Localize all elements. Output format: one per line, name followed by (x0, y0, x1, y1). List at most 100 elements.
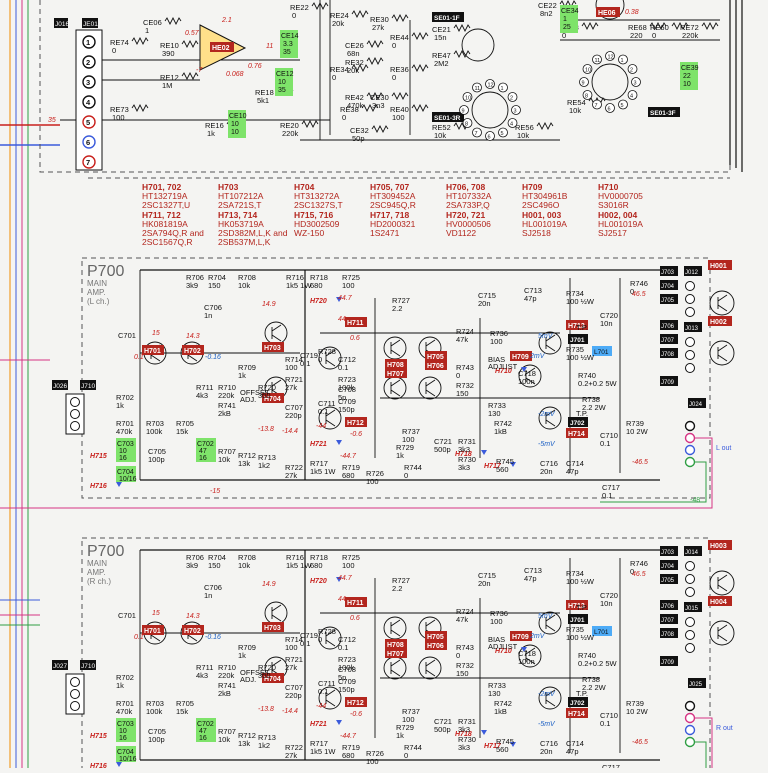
switch-contact-number: 5 (621, 103, 624, 109)
transistor-emitter (390, 349, 401, 357)
label-tag-bg (182, 345, 204, 355)
label-tag-bg (262, 342, 284, 352)
part-value: 10k (434, 131, 446, 140)
transistor-collector (717, 624, 728, 632)
part-ref: R722 (285, 743, 303, 752)
part-ref: R709 (238, 643, 256, 652)
cap-tag-name: C703 (117, 441, 134, 448)
part-value: 3k9 (186, 281, 198, 290)
part-ref: CE26 (345, 41, 364, 50)
label-tag-bg (708, 540, 732, 550)
diode-label: H720 (310, 298, 327, 305)
part-ref: R734 (566, 289, 584, 298)
output-connector-header (660, 560, 678, 570)
label-tag-bg (566, 320, 588, 330)
cap-tag-name: C702 (197, 441, 214, 448)
diode-symbol (481, 730, 487, 735)
label-tag-text: H709 (512, 634, 529, 641)
transistor-collector (545, 409, 556, 417)
part-value: 0 (404, 471, 408, 480)
output-connector-header (688, 678, 706, 688)
switch-contact-number: 7 (475, 131, 478, 137)
parts-list-part: 2SD382M,L,K and (218, 228, 288, 238)
parts-list-part: 2SC1567Q,R (142, 237, 193, 247)
label-tag: H708 (385, 359, 407, 369)
part-value: 10k (517, 131, 529, 140)
part-ref: R705 (176, 699, 194, 708)
inductor-tag-text: L701 (594, 349, 609, 356)
cap-tag-voltage: 10 (683, 81, 691, 88)
label-tag: H001 (708, 260, 732, 270)
part-value: 100 ½W (566, 353, 595, 362)
part-ref: R703 (146, 419, 164, 428)
part-value: 20n (540, 747, 553, 756)
output-trace (695, 717, 713, 773)
resistor-symbol (301, 119, 319, 129)
part-value: 100 (285, 363, 298, 372)
part-ref: RE40 (390, 105, 409, 114)
part-ref: CE22 (538, 1, 557, 10)
label-tag-bg (262, 622, 284, 632)
label-tag-bg (345, 317, 367, 327)
cap-tag-value: 47 (199, 448, 207, 455)
part-ref: C710 (600, 711, 618, 720)
speaker-pin (685, 574, 695, 584)
transistor-collector (325, 689, 336, 697)
parts-list-part: 2SA733P,Q (446, 200, 490, 210)
node-voltage: -5mV (538, 441, 556, 448)
part-value: 0.1 (600, 719, 610, 728)
part-ref: R714 (285, 635, 303, 644)
parts-list-part: HT132719A (142, 191, 188, 201)
label-tag-bg (568, 697, 588, 707)
parts-list-code: H701, 702 (142, 182, 181, 192)
parts-list-part: HT309452A (370, 191, 416, 201)
speaker-pin (685, 294, 695, 304)
label-tag: H713 (566, 600, 588, 610)
output-connector-name: J024 (689, 402, 703, 408)
part-ref: R734 (566, 569, 584, 578)
cap-tag-name: C704 (117, 469, 134, 476)
part-value: 220 (630, 31, 643, 40)
switch-contact-number: 4 (630, 94, 633, 100)
part-ref: C715 (478, 291, 496, 300)
cap-tag-value: 10/16 (119, 476, 137, 483)
parts-list-part: HT313272A (294, 191, 340, 201)
diode-label: H715 (90, 733, 107, 740)
part-ref: C713 (524, 286, 542, 295)
switch-contact (462, 92, 473, 102)
part-ref: R713 (258, 733, 276, 742)
part-value: 0 (392, 73, 396, 82)
part-ref: C701 (118, 331, 136, 340)
label-tag: H704 (262, 393, 284, 403)
parts-list-part: 2SA794Q,R and (142, 228, 204, 238)
parts-list-part: SJ2518 (522, 228, 551, 238)
diode-label: H721 (310, 721, 327, 728)
switch-contact-number: 5 (501, 131, 504, 137)
part-value: 10k (238, 281, 250, 290)
supply-voltage-label: 35 (48, 117, 56, 124)
speaker-connector-name: J012 (685, 270, 699, 276)
transistor-symbol (264, 601, 288, 625)
part-ref: RE22 (290, 3, 309, 12)
part-ref: C707 (285, 683, 303, 692)
speaker-connector-header (684, 322, 702, 332)
transistor-collector (425, 619, 436, 627)
parts-list-part: 2SC945Q,R (370, 200, 416, 210)
inductor-tag-bg (592, 346, 612, 356)
part-ref: C705 (148, 727, 166, 736)
output-connector-header (660, 614, 678, 624)
parts-list-code: H706, 708 (446, 182, 485, 192)
switch-contact-number: 4 (510, 122, 513, 128)
switch-contact (627, 90, 638, 100)
diode-label: H716 (90, 763, 107, 768)
output-connector-header (660, 348, 678, 358)
node-voltage: 5mV (538, 333, 554, 340)
transistor-collector (545, 614, 556, 622)
part-value: 1k2 (258, 741, 270, 750)
part-value: 20n (478, 579, 491, 588)
transistor-emitter (717, 634, 728, 642)
part-ref: R744 (404, 463, 422, 472)
output-connector-name: J705 (661, 578, 675, 584)
